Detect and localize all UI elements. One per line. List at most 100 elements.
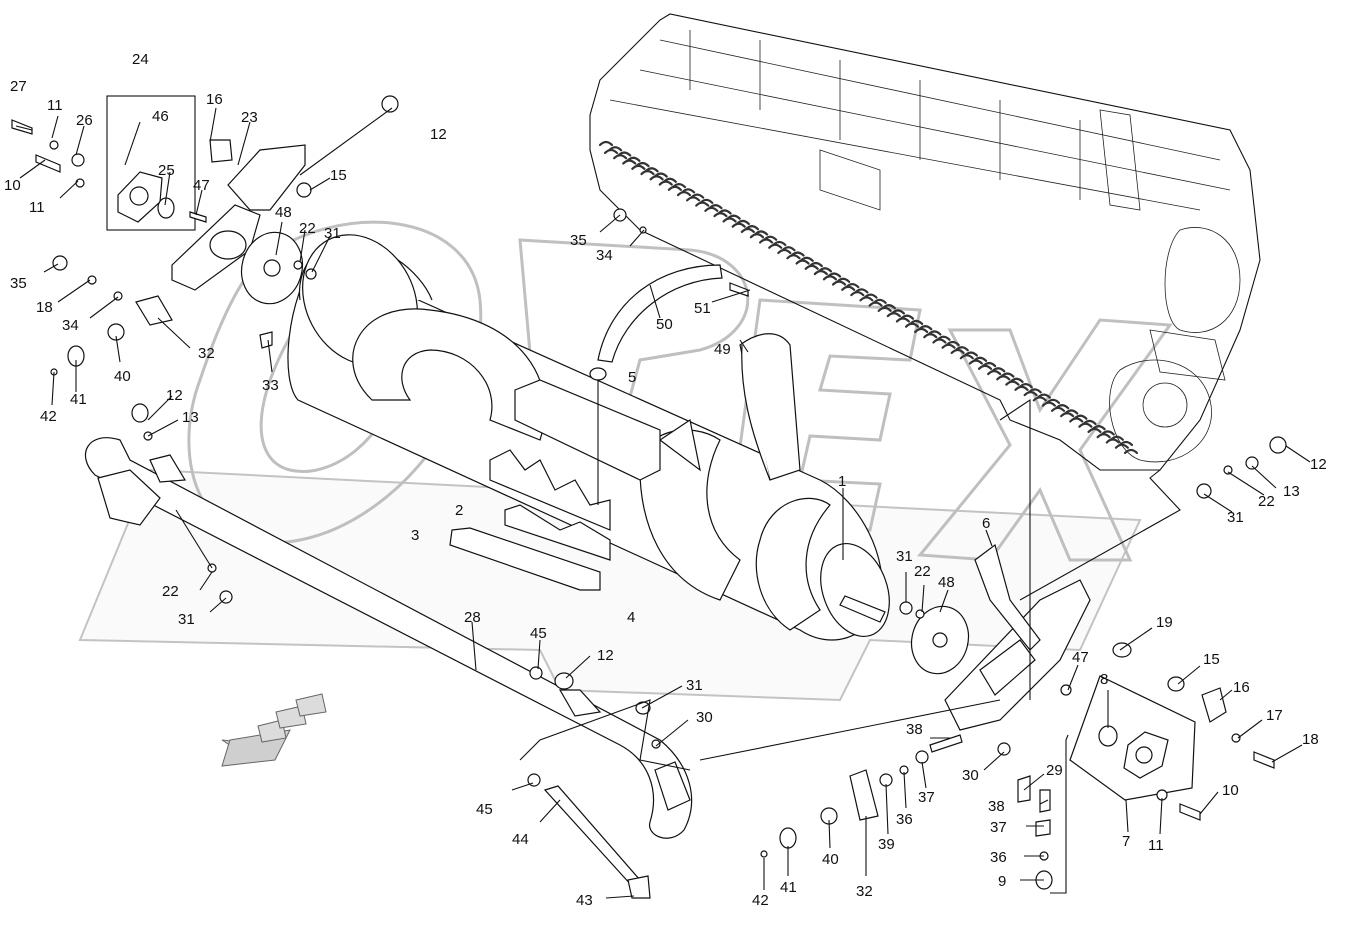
callout: 27	[10, 78, 27, 95]
callout: 49	[714, 341, 731, 358]
pickup-tine	[977, 364, 993, 370]
callout: 2	[455, 502, 463, 519]
front-tube	[84, 395, 693, 899]
pickup-tine	[890, 309, 906, 315]
pickup-tine	[662, 177, 677, 183]
callout: 51	[694, 300, 711, 317]
pickup-tine	[804, 264, 819, 270]
pickup-tine	[881, 304, 896, 310]
pickup-tine	[1109, 435, 1124, 441]
callout: 6	[982, 515, 990, 532]
pickup-tine	[744, 225, 760, 231]
pickup-tine	[777, 248, 792, 255]
pickup-tine	[626, 156, 641, 162]
pickup-tine	[671, 183, 687, 189]
callout: 45	[476, 801, 493, 818]
callout: 4	[627, 609, 635, 626]
pickup-tine	[631, 164, 646, 170]
pickup-tine	[987, 369, 1002, 376]
callout: 46	[152, 108, 169, 125]
callout: 13	[1283, 483, 1300, 500]
callout: 17	[1266, 707, 1283, 724]
callout: 3	[411, 527, 419, 544]
pickup-tine	[1100, 430, 1115, 436]
callout: 47	[193, 177, 210, 194]
callout: 36	[990, 849, 1007, 866]
callout: 13	[182, 409, 199, 426]
pickup-tine	[1091, 425, 1106, 431]
callout: 24	[132, 51, 149, 68]
callout: 41	[780, 879, 797, 896]
callout: 39	[878, 836, 895, 853]
pickup-tine	[959, 354, 974, 360]
callout: 26	[76, 112, 93, 129]
pickup-tine	[735, 219, 750, 226]
callout: 32	[856, 883, 873, 900]
pickup-tine	[1018, 383, 1033, 389]
pickup-tine	[708, 204, 723, 210]
callout: 35	[570, 232, 587, 249]
pickup-tine	[1041, 401, 1056, 407]
pickup-tine	[763, 235, 778, 241]
callout: 32	[198, 345, 215, 362]
pickup-tine	[826, 272, 842, 278]
pickup-tine	[717, 209, 732, 215]
pickup-tine	[753, 230, 769, 236]
pickup-tine	[813, 269, 828, 276]
callout: 36	[896, 811, 913, 828]
pickup-tine	[1023, 391, 1038, 397]
callout: 11	[1148, 837, 1164, 854]
pickup-tine	[768, 243, 783, 249]
callout: 15	[330, 167, 347, 184]
callout: 48	[275, 204, 292, 221]
pickup-tine	[704, 206, 719, 212]
pickup-tine	[790, 251, 805, 257]
callout: 40	[822, 851, 839, 868]
callout: 16	[1233, 679, 1250, 696]
pickup-tine	[795, 259, 810, 265]
callout: 8	[1100, 671, 1108, 688]
callout: 10	[4, 177, 21, 194]
pickup-tine	[822, 275, 838, 281]
pickup-tine	[608, 146, 623, 152]
callout: 25	[158, 162, 175, 179]
pickup-tine	[1060, 412, 1075, 418]
pickup-tine	[877, 306, 892, 312]
pickup-tine	[690, 193, 705, 199]
callout: 50	[656, 316, 673, 333]
pickup-tine	[1009, 377, 1024, 383]
callout: 38	[906, 721, 923, 738]
pickup-tine	[1114, 443, 1129, 449]
retractor-plates	[449, 367, 661, 591]
pickup-tine	[1005, 380, 1020, 386]
pickup-tine	[649, 175, 664, 181]
callout: 22	[162, 583, 179, 600]
pickup-tine	[1027, 388, 1042, 394]
callout: 22	[914, 563, 931, 580]
pickup-tine	[954, 346, 969, 352]
pickup-tine	[686, 196, 701, 202]
callout: 15	[1203, 651, 1220, 668]
callout: 22	[299, 220, 316, 237]
pickup-tine	[945, 340, 960, 347]
callout: 12	[597, 647, 614, 664]
pickup-tine	[872, 298, 887, 304]
callout: 40	[114, 368, 131, 385]
pickup-tine	[1069, 417, 1084, 423]
pickup-tine	[923, 333, 938, 339]
callout: 34	[596, 247, 613, 264]
pickup-tine	[968, 359, 984, 365]
pickup-tine	[854, 288, 869, 294]
callout: 16	[206, 91, 223, 108]
pickup-tine	[895, 317, 911, 323]
pickup-tine	[1123, 448, 1139, 455]
callout: 34	[62, 317, 79, 334]
callout: 31	[1227, 509, 1244, 526]
pickup-tine	[598, 140, 614, 147]
pickup-tine	[676, 191, 692, 197]
pickup-tine	[1118, 440, 1134, 447]
pickup-tine	[982, 361, 997, 368]
callout: 12	[430, 126, 447, 143]
callout: 37	[918, 789, 935, 806]
